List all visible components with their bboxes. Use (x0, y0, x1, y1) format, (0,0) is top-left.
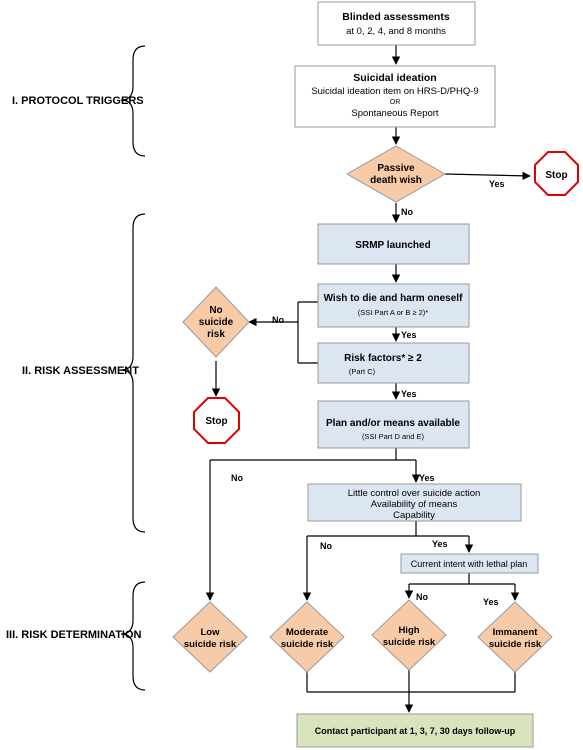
svg-text:suicide risk: suicide risk (383, 637, 436, 648)
label-rf-yes: Yes (401, 389, 417, 399)
label-passive-no: No (401, 207, 413, 217)
svg-text:at 0, 2, 4, and 8 months: at 0, 2, 4, and 8 months (346, 26, 446, 37)
svg-text:Risk factors* ≥ 2: Risk factors* ≥ 2 (344, 353, 422, 364)
diamond-high-risk: High suicide risk (371, 599, 447, 671)
node-contact-follow-up: Contact participant at 1, 3, 7, 30 days … (296, 713, 534, 748)
label-passive-yes: Yes (489, 179, 505, 189)
svg-text:Blinded assessments: Blinded assessments (342, 11, 450, 23)
svg-text:Moderate: Moderate (286, 627, 328, 638)
svg-text:Plan and/or means available: Plan and/or means available (326, 418, 460, 429)
svg-text:suicide risk: suicide risk (281, 639, 334, 650)
svg-text:risk: risk (207, 329, 225, 340)
label-plan-yes: Yes (419, 473, 435, 483)
stop-sign-top: Stop (534, 151, 579, 196)
label-intent-no: No (416, 592, 428, 602)
brace-risk-assessment (120, 213, 146, 533)
diamond-immanent-risk: Immanent suicide risk (477, 601, 553, 673)
svg-text:(SSI Part D and E): (SSI Part D and E) (362, 432, 425, 441)
node-srmp-launched: SRMP launched (317, 223, 470, 265)
label-wish-yes: Yes (401, 330, 417, 340)
svg-text:High: High (398, 625, 419, 636)
svg-text:Availability of means: Availability of means (371, 499, 458, 510)
node-wish-to-die: Wish to die and harm oneself (SSI Part A… (317, 283, 470, 328)
svg-text:Immanent: Immanent (493, 627, 539, 638)
svg-text:Contact participant at 1, 3, 7: Contact participant at 1, 3, 7, 30 days … (315, 726, 516, 736)
svg-text:Capability: Capability (393, 510, 435, 521)
svg-text:No: No (209, 305, 222, 316)
section-risk-determination: III. RISK DETERMINATION (6, 629, 142, 641)
brace-risk-determination (120, 581, 146, 691)
section-protocol-triggers: I. PROTOCOL TRIGGERS (12, 95, 144, 107)
svg-text:suicide risk: suicide risk (184, 639, 237, 650)
connectors (205, 45, 531, 713)
node-control-means-capability: Little control over suicide action Avail… (307, 483, 522, 522)
diamond-passive-death-wish: Passive death wish (345, 145, 447, 203)
svg-text:Wish to die and harm oneself: Wish to die and harm oneself (324, 293, 463, 304)
diamond-no-suicide-risk: No suicide risk (182, 286, 250, 358)
node-current-intent: Current intent with lethal plan (400, 553, 539, 574)
svg-text:Low: Low (201, 627, 221, 638)
label-plan-no: No (231, 473, 243, 483)
svg-text:(Part C): (Part C) (349, 367, 376, 376)
svg-text:Suicidal ideation: Suicidal ideation (353, 72, 436, 84)
svg-text:Suicidal ideation item on HRS-: Suicidal ideation item on HRS-D/PHQ-9 (311, 86, 478, 97)
node-suicidal-ideation: Suicidal ideation Suicidal ideation item… (294, 65, 496, 128)
node-blinded-assessments: Blinded assessments at 0, 2, 4, and 8 mo… (317, 1, 476, 46)
svg-text:Stop: Stop (205, 416, 227, 427)
label-intent-yes: Yes (483, 597, 499, 607)
label-control-no: No (320, 541, 332, 551)
node-risk-factors: Risk factors* ≥ 2 (Part C) (317, 342, 470, 384)
label-wish-no: No (272, 315, 284, 325)
svg-text:SRMP launched: SRMP launched (355, 240, 430, 251)
brace-protocol-triggers (120, 45, 146, 157)
svg-text:Passive: Passive (377, 163, 415, 174)
stop-sign-left: Stop (193, 397, 240, 444)
svg-text:(SSI Part A or B ≥ 2)*: (SSI Part A or B ≥ 2)* (358, 308, 428, 317)
svg-text:Stop: Stop (545, 170, 567, 181)
label-control-yes: Yes (432, 539, 448, 549)
diamond-low-risk: Low suicide risk (172, 601, 248, 673)
svg-text:death wish: death wish (370, 175, 422, 186)
svg-text:Little control over suicide ac: Little control over suicide action (348, 488, 481, 499)
node-plan-means: Plan and/or means available (SSI Part D … (317, 400, 470, 449)
diamond-moderate-risk: Moderate suicide risk (269, 601, 345, 673)
svg-text:Current intent with lethal pla: Current intent with lethal plan (411, 559, 528, 569)
svg-text:OR: OR (390, 99, 401, 106)
svg-text:suicide risk: suicide risk (489, 639, 542, 650)
svg-text:suicide: suicide (199, 317, 234, 328)
svg-text:Spontaneous Report: Spontaneous Report (351, 108, 439, 119)
section-risk-assessment: II. RISK ASSESSMENT (22, 365, 139, 377)
